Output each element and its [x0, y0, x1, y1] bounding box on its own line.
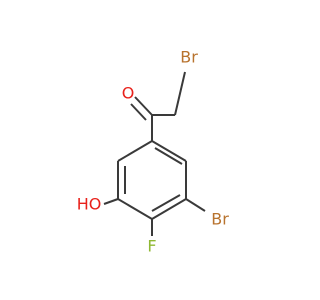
bond-ring-br [185, 198, 206, 212]
bond-ring-1 [151, 140, 187, 162]
bond-ring-oh [103, 198, 119, 205]
bond-ch2-br [174, 71, 186, 116]
bond-ring-3-inner [151, 194, 181, 212]
bond-group [103, 71, 206, 236]
bond-ring-4 [117, 198, 153, 220]
molecule-structure: Br O Br HO F [77, 48, 230, 256]
atom-label-fluorine: F [147, 237, 156, 256]
atom-label-bromine-top: Br [180, 48, 198, 67]
bond-carbonyl-o-a [134, 96, 153, 116]
bond-ring-6 [117, 140, 153, 162]
atom-label-hydroxyl: HO [77, 195, 102, 214]
bond-ring-1-inner [154, 147, 183, 165]
atom-label-bromine-ring: Br [211, 210, 229, 229]
molecule-canvas: Br O Br HO F [76, 47, 230, 256]
bond-carbonyl-o-b [130, 103, 147, 121]
atom-label-oxygen-carbonyl: O [122, 84, 135, 103]
bond-ring-3 [151, 198, 187, 220]
